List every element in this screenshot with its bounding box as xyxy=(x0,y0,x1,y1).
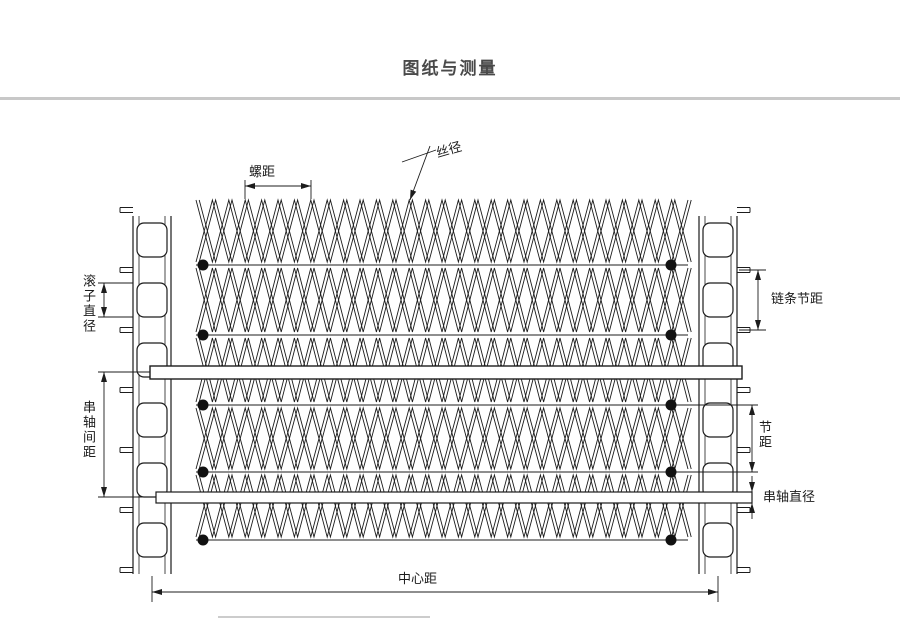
label-chain-pitch: 链条节距 xyxy=(771,291,824,306)
dim-chain-pitch xyxy=(739,269,766,331)
page-title: 图纸与测量 xyxy=(402,59,498,78)
label-screw-pitch: 螺距 xyxy=(249,164,276,179)
cross-rods xyxy=(196,259,688,546)
dim-screw-pitch xyxy=(244,180,312,199)
wire-mesh xyxy=(195,198,692,539)
dim-pitch xyxy=(680,404,758,473)
label-pitch: 节距 xyxy=(756,420,772,450)
lower-cross-shaft xyxy=(155,491,753,504)
left-chain xyxy=(119,207,172,574)
label-center-distance: 中心距 xyxy=(398,571,438,586)
support-shaft xyxy=(149,365,743,380)
dim-wire-diameter xyxy=(401,145,437,201)
dim-roller-diameter xyxy=(98,282,133,318)
label-roller-diameter: 滚子直径 xyxy=(80,274,96,334)
label-rod-spacing: 串轴间距 xyxy=(80,400,96,460)
right-chain xyxy=(698,207,751,574)
dim-center-distance xyxy=(151,576,719,602)
label-rod-diameter: 串轴直径 xyxy=(763,489,816,504)
dim-rod-spacing xyxy=(98,371,156,498)
dim-rod-diameter xyxy=(749,476,755,519)
section-divider xyxy=(0,97,900,100)
